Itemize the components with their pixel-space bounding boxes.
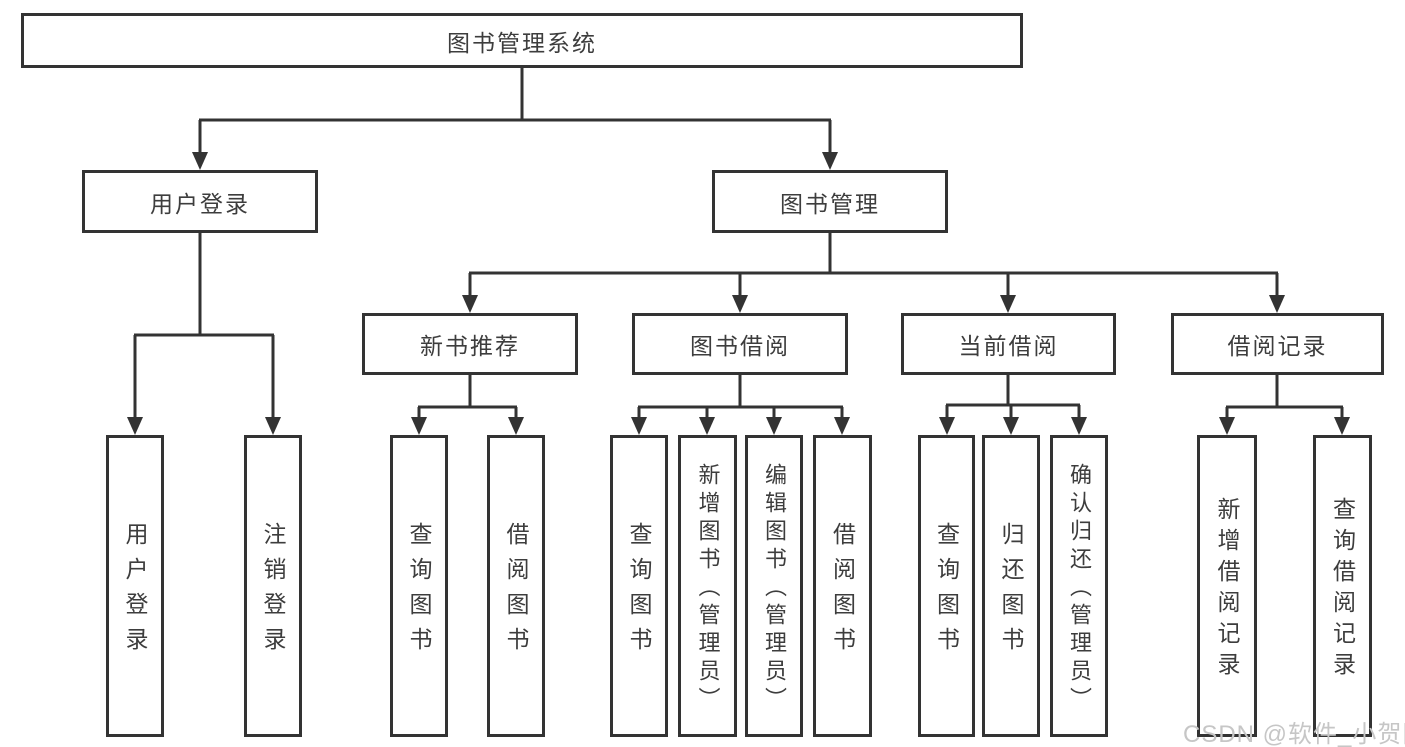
node-user-login: 用户登录: [82, 170, 318, 233]
leaf-user-login: 用户登录: [106, 435, 164, 737]
leaf-add-borrow-record: 新增借阅记录: [1197, 435, 1257, 737]
leaf-add-book-admin: 新增图书（管理员）: [678, 435, 737, 737]
node-current-borrow: 当前借阅: [901, 313, 1116, 375]
leaf-borrow-books-1: 借阅图书: [487, 435, 545, 737]
leaf-query-books-2: 查询图书: [610, 435, 668, 737]
leaf-query-books-1: 查询图书: [390, 435, 448, 737]
leaf-logout: 注销登录: [244, 435, 302, 737]
node-root: 图书管理系统: [21, 13, 1023, 68]
leaf-return-book: 归还图书: [982, 435, 1040, 737]
leaf-borrow-books-2: 借阅图书: [813, 435, 872, 737]
node-new-books: 新书推荐: [362, 313, 578, 375]
leaf-edit-book-admin: 编辑图书（管理员）: [745, 435, 803, 737]
node-borrow-records: 借阅记录: [1171, 313, 1384, 375]
watermark: CSDN @软件_小贺同学: [1183, 721, 1405, 747]
leaf-confirm-return-admin: 确认归还（管理员）: [1050, 435, 1108, 737]
node-book-borrow: 图书借阅: [632, 313, 848, 375]
leaf-query-borrow-record: 查询借阅记录: [1313, 435, 1372, 737]
leaf-query-books-3: 查询图书: [918, 435, 975, 737]
node-book-mgmt: 图书管理: [712, 170, 948, 233]
